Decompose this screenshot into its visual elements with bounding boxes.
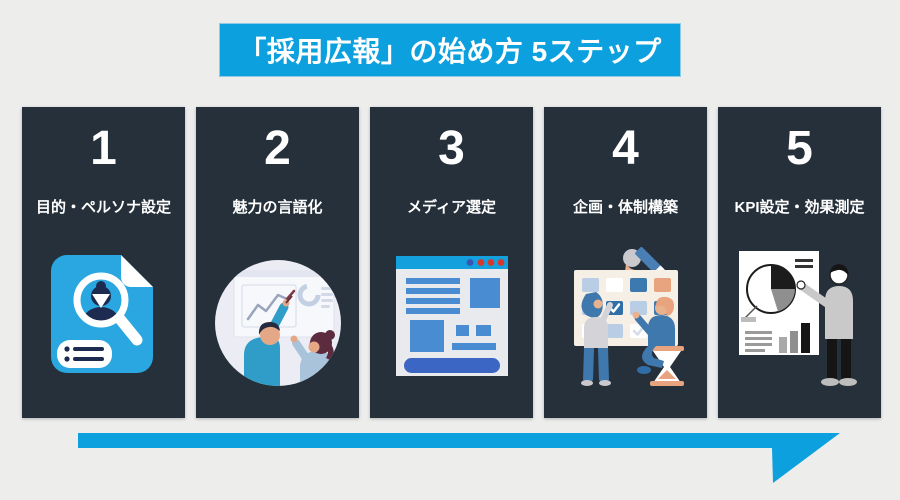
- arrow-shape: [78, 433, 840, 483]
- step-card-5: 5 KPI設定・効果測定: [718, 107, 881, 418]
- page-title: 「採用広報」の始め方 5ステップ: [238, 36, 662, 67]
- two-people-whiteboard-discussion: [196, 217, 359, 418]
- step-number: 2: [264, 122, 291, 175]
- step-number: 4: [612, 122, 639, 175]
- presenter-with-charts-report: [718, 217, 881, 418]
- title-banner: 「採用広報」の始め方 5ステップ: [219, 23, 681, 77]
- step-card-3: 3 メディア選定: [370, 107, 533, 418]
- step-label: 目的・ペルソナ設定: [35, 198, 171, 216]
- steps-row: 1 目的・ペルソナ設定: [22, 107, 881, 418]
- persona-search-document-icon: [22, 217, 185, 418]
- step-label: メディア選定: [407, 198, 496, 216]
- team-planning-checkboard: [544, 217, 707, 418]
- step-number: 3: [438, 122, 465, 175]
- step-card-2: 2 魅力の言語化: [196, 107, 359, 418]
- step-label: 企画・体制構築: [572, 198, 678, 216]
- step-label: 魅力の言語化: [232, 198, 323, 216]
- browser-website-layout: [370, 217, 533, 418]
- progress-arrow: [78, 433, 841, 484]
- step-card-1: 1 目的・ペルソナ設定: [22, 107, 185, 418]
- step-number: 5: [786, 122, 813, 175]
- step-card-4: 4 企画・体制構築: [544, 107, 707, 418]
- step-number: 1: [90, 122, 117, 175]
- step-label: KPI設定・効果測定: [734, 198, 865, 216]
